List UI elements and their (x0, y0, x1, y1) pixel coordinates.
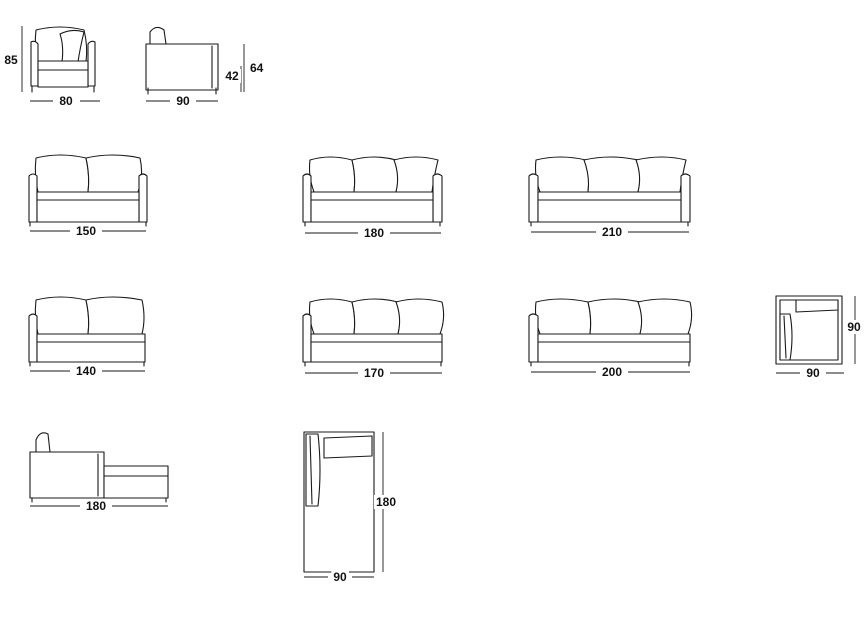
sofa-170-front-view (302, 298, 445, 367)
sofa-180-label: 180 (364, 226, 384, 240)
sofa-170-label: 170 (364, 366, 384, 380)
label-backing (73, 224, 99, 238)
sofa-150-label: 150 (76, 224, 96, 238)
sofa-150-dimension: 150 (30, 224, 146, 238)
sofa-200-dimension: 200 (531, 365, 690, 379)
chaise-side-view (29, 432, 169, 503)
armchair-height-label: 85 (4, 53, 18, 67)
arm-height-dimension: 64 (243, 44, 266, 92)
label-backing (174, 94, 192, 108)
armchair-height-dimension: 85 (2, 26, 23, 92)
armchair-front-view (30, 26, 96, 93)
armchair-side-view (145, 26, 219, 95)
armchair-width-dimension: 80 (30, 94, 100, 108)
sofa-140-front-view (28, 296, 146, 367)
sofa-200-front-view (528, 298, 693, 367)
sofa-170-dimension: 170 (305, 366, 442, 380)
sofa-140-dimension: 140 (30, 364, 145, 378)
label-backing (599, 365, 625, 379)
sofa-200-label: 200 (602, 365, 622, 379)
label-backing (361, 226, 387, 240)
corner-width-dimension: 90 (776, 366, 844, 380)
chaise-width-label: 90 (333, 570, 347, 584)
sofa-210-dimension: 210 (531, 225, 689, 239)
chaise-length-dimension: 180 (373, 432, 399, 572)
chaise-side-dimension: 180 (30, 499, 168, 513)
seat-height-dimension: 42 (223, 66, 242, 92)
chaise-length-label: 180 (376, 495, 396, 509)
corner-depth-label: 90 (847, 320, 861, 334)
label-backing (331, 570, 349, 584)
label-backing (599, 225, 625, 239)
label-backing (2, 53, 20, 67)
label-backing (373, 495, 399, 509)
label-backing (73, 364, 99, 378)
sofa-140-label: 140 (76, 364, 96, 378)
label-backing (845, 320, 863, 334)
sofa-210-front-view (528, 156, 691, 227)
corner-module-top-view (775, 295, 843, 365)
label-backing (361, 366, 387, 380)
chaise-side-label: 180 (86, 499, 106, 513)
armchair-width-label: 80 (59, 94, 73, 108)
seat-height-label: 42 (225, 69, 239, 83)
chaise-width-dimension: 90 (304, 570, 374, 584)
arm-height-label: 64 (250, 61, 264, 75)
label-backing (83, 499, 109, 513)
label-backing (57, 94, 75, 108)
label-backing (248, 61, 266, 75)
label-backing (804, 366, 822, 380)
corner-width-label: 90 (806, 366, 820, 380)
sofa-180-dimension: 180 (305, 226, 441, 240)
armchair-depth-dimension: 90 (146, 94, 218, 108)
corner-depth-dimension: 90 (845, 296, 863, 364)
armchair-depth-label: 90 (176, 94, 190, 108)
chaise-top-view (303, 431, 375, 573)
sofa-150-front-view (28, 154, 148, 227)
sofa-180-front-view (302, 156, 443, 227)
sofa-210-label: 210 (602, 225, 622, 239)
label-backing (223, 69, 241, 83)
